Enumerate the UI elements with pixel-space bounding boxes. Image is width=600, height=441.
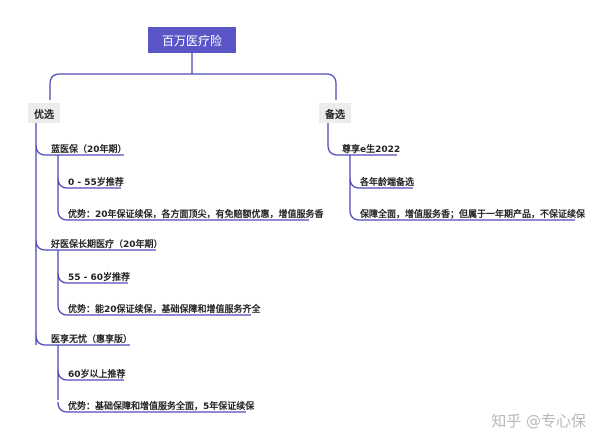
product-node-lan-yibao[interactable]: 蓝医保（20年期） <box>51 145 127 155</box>
connector-g2-leaf2 <box>57 304 251 316</box>
root-node[interactable]: 百万医疗险 <box>148 27 236 53</box>
connector-g3-leaf2 <box>57 401 246 413</box>
connector-g1-leaf2 <box>57 209 309 221</box>
leaf-node[interactable]: 60岁以上推荐 <box>68 370 126 380</box>
connector-left-2 <box>35 239 156 251</box>
connector-root-bar <box>49 73 337 100</box>
connector-g1-leaf1 <box>57 177 121 189</box>
leaf-node[interactable]: 优势：20年保证续保，各方面顶尖，有免赔额优惠，增值服务香 <box>68 210 324 220</box>
leaf-node[interactable]: 55 - 60岁推荐 <box>68 273 131 283</box>
connector-g2-leaf1 <box>57 272 128 284</box>
connector-right-spine <box>327 122 397 156</box>
connector-left-1 <box>35 144 124 156</box>
leaf-node[interactable]: 保障全面，增值服务香；但属于一年期产品，不保证续保 <box>360 210 586 220</box>
connector-r-leaf1 <box>349 177 413 189</box>
connector-r-leaf2 <box>349 209 575 221</box>
leaf-node[interactable]: 优势：基础保障和增值服务全面，5年保证续保 <box>68 402 255 412</box>
branch-preferred[interactable]: 优选 <box>28 103 60 123</box>
leaf-node[interactable]: 各年龄端备选 <box>360 178 415 188</box>
connector-left-3 <box>35 334 130 346</box>
product-node-hao-yibao[interactable]: 好医保长期医疗（20年期） <box>51 240 163 250</box>
leaf-node[interactable]: 优势：能20保证续保，基础保障和增值服务齐全 <box>68 305 261 315</box>
branch-alternative[interactable]: 备选 <box>319 103 351 123</box>
leaf-node[interactable]: 0 - 55岁推荐 <box>68 178 124 188</box>
product-node-zunxiang-esheng[interactable]: 尊享e生2022 <box>342 145 401 155</box>
connector-g3-leaf1 <box>57 369 124 381</box>
zhihu-watermark: 知乎 @专心保 <box>491 412 586 430</box>
product-node-yixiang-wuyou[interactable]: 医享无忧（惠享版） <box>51 335 133 345</box>
